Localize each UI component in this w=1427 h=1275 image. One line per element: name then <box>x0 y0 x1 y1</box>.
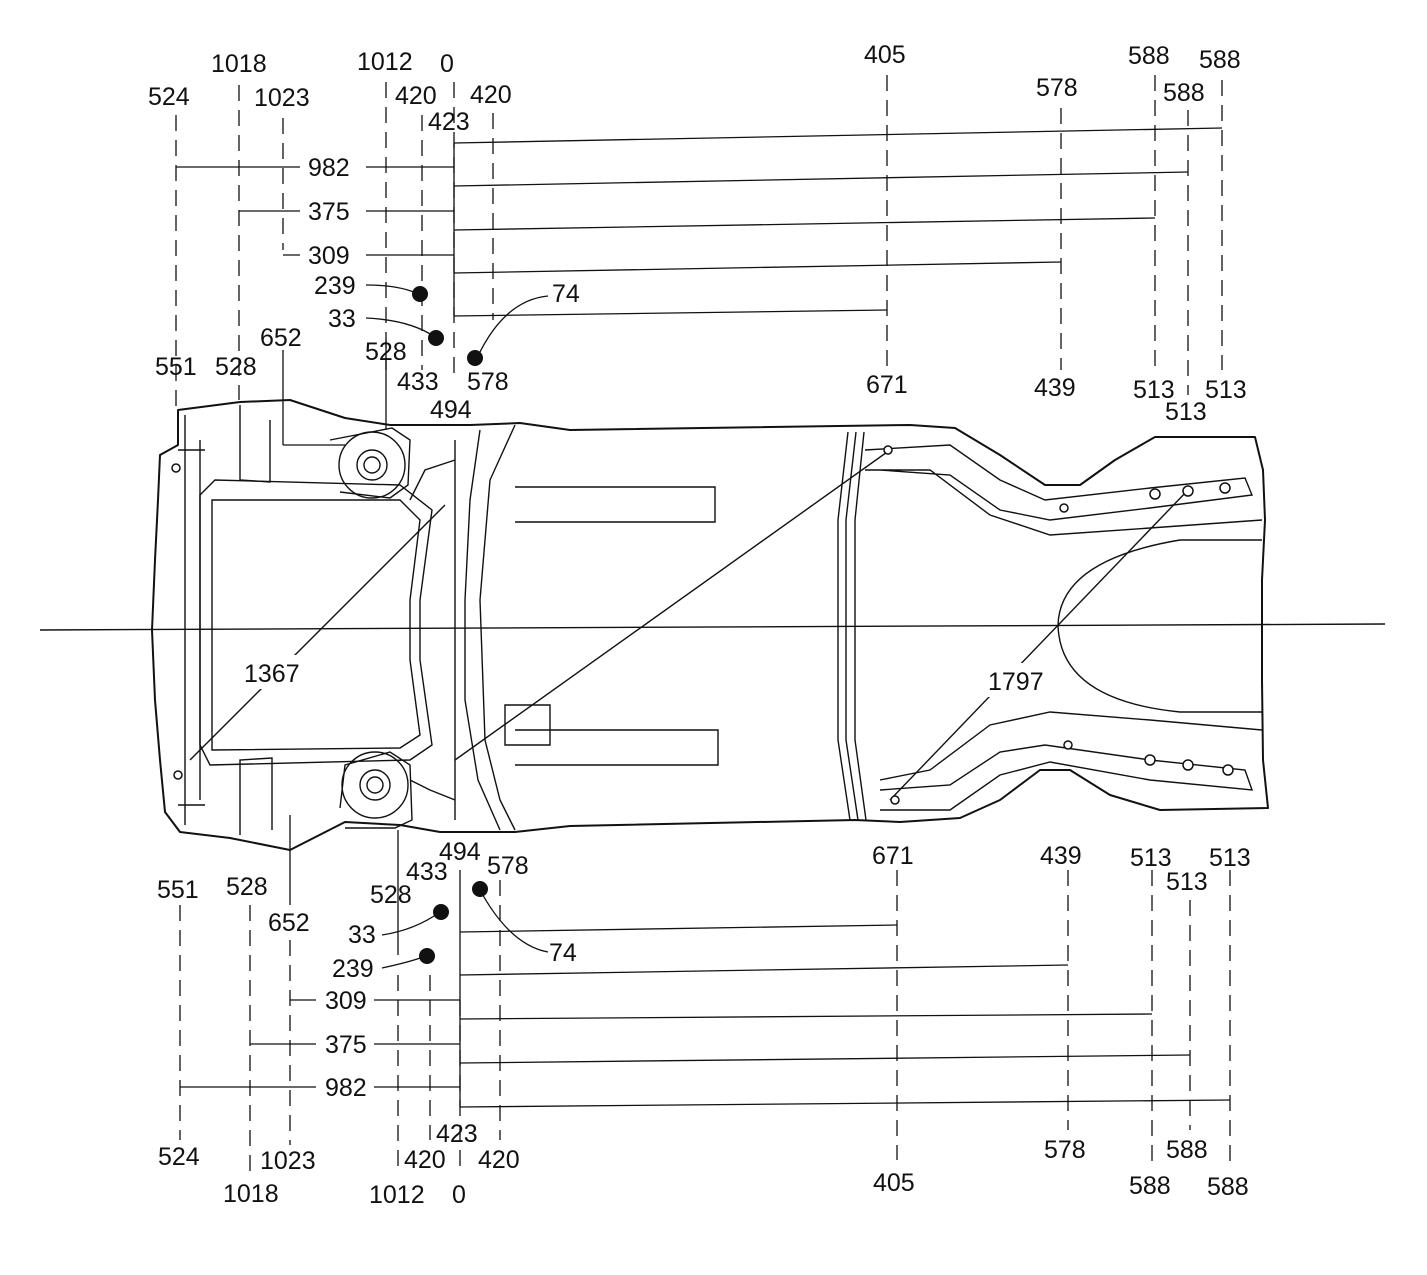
upper-labels: 524 1018 1023 1012 0 420 420 423 405 578… <box>148 41 1247 426</box>
mount-point-74-lower <box>472 881 488 897</box>
dim-label: 671 <box>866 371 908 399</box>
firewall-panel <box>409 424 516 831</box>
dim-label: 513 <box>1165 398 1207 426</box>
lower-reference-lines <box>179 870 1231 1175</box>
dim-label: 439 <box>1034 374 1076 402</box>
dim-label: 433 <box>406 858 448 886</box>
dim-label: 309 <box>325 987 367 1015</box>
dim-label: 652 <box>268 909 310 937</box>
dim-label: 588 <box>1163 79 1205 107</box>
dim-label: 420 <box>478 1146 520 1174</box>
dim-label: 1018 <box>211 50 267 78</box>
dim-label: 578 <box>1044 1136 1086 1164</box>
dim-label: 420 <box>404 1146 446 1174</box>
diagonal-measurements <box>189 449 1189 801</box>
dim-label: 588 <box>1207 1173 1249 1201</box>
upper-reference-lines <box>175 75 1223 410</box>
dim-label: 1023 <box>260 1147 316 1175</box>
floor-slot-upper <box>515 486 716 523</box>
dim-label: 588 <box>1166 1136 1208 1164</box>
dim-label: 513 <box>1166 868 1208 896</box>
lower-mount-points <box>173 740 1234 964</box>
dim-label: 1023 <box>254 84 310 112</box>
dim-label: 494 <box>439 838 481 866</box>
dim-label: 494 <box>430 396 472 424</box>
vehicle-underbody-outline <box>39 399 1386 851</box>
dim-label: 375 <box>308 198 350 226</box>
dim-label: 588 <box>1128 42 1170 70</box>
front-cradle-inner <box>211 499 421 751</box>
body-outer-outline <box>151 399 1269 851</box>
jack-block-lower <box>504 704 551 746</box>
dim-label: 239 <box>332 955 374 983</box>
diagonal-label-1367: 1367 <box>244 660 300 688</box>
dim-label: 588 <box>1199 46 1241 74</box>
dim-label: 420 <box>395 82 437 110</box>
front-bumper-rail <box>178 415 205 825</box>
diagonal-1797 <box>889 489 1189 801</box>
dim-label: 405 <box>864 41 906 69</box>
dim-label: 420 <box>470 81 512 109</box>
dim-label: 0 <box>440 50 454 78</box>
dim-label: 33 <box>348 921 376 949</box>
dim-label: 74 <box>552 280 580 308</box>
dim-label: 74 <box>549 939 577 967</box>
dim-label: 524 <box>148 83 190 111</box>
upper-strut-tower <box>329 427 411 499</box>
dim-label: 528 <box>215 353 257 381</box>
rear-rail-lower <box>879 711 1263 811</box>
dim-label: 1012 <box>357 48 413 76</box>
dim-label: 513 <box>1130 844 1172 872</box>
dim-label: 1018 <box>223 1180 279 1208</box>
center-labels: 1367 1797 <box>244 660 1044 696</box>
dim-label: 588 <box>1129 1172 1171 1200</box>
dim-label: 578 <box>487 852 529 880</box>
dim-label: 982 <box>325 1074 367 1102</box>
front-rails <box>239 405 273 835</box>
rear-rail-upper <box>864 444 1263 536</box>
rear-crossmember <box>837 431 867 821</box>
dim-label: 551 <box>157 876 199 904</box>
dim-label: 1012 <box>369 1181 425 1209</box>
dim-label: 423 <box>436 1120 478 1148</box>
dim-label: 652 <box>260 324 302 352</box>
dim-label: 528 <box>226 873 268 901</box>
mount-point-239-upper <box>412 286 428 302</box>
mount-point-33-lower <box>433 904 449 920</box>
dim-label: 375 <box>325 1031 367 1059</box>
dim-label: 578 <box>1036 74 1078 102</box>
lower-strut-tower <box>339 751 413 829</box>
diagonal-label-1797: 1797 <box>988 668 1044 696</box>
front-cradle <box>199 479 433 766</box>
mount-point-33-upper <box>428 330 444 346</box>
dim-label: 423 <box>428 108 470 136</box>
lower-labels: 551 528 652 528 433 494 578 671 439 513 … <box>157 838 1251 1209</box>
dim-label: 671 <box>872 842 914 870</box>
dim-label: 433 <box>397 368 439 396</box>
dim-label: 405 <box>873 1169 915 1197</box>
upper-mount-points <box>171 286 1231 513</box>
lower-dimension-lines <box>180 815 1231 1108</box>
dim-label: 513 <box>1133 376 1175 404</box>
dim-label: 309 <box>308 242 350 270</box>
floor-slot-lower <box>515 729 719 766</box>
mount-point-74-upper <box>467 350 483 366</box>
diagonal-1367-b <box>454 449 891 761</box>
dim-label: 528 <box>365 338 407 366</box>
dim-label: 513 <box>1205 376 1247 404</box>
dim-label: 524 <box>158 1143 200 1171</box>
dim-label: 513 <box>1209 844 1251 872</box>
vehicle-centerline <box>39 623 1386 631</box>
dim-label: 578 <box>467 368 509 396</box>
dim-label: 33 <box>328 305 356 333</box>
diagonal-1367-a <box>189 504 446 761</box>
dim-label: 439 <box>1040 842 1082 870</box>
dim-label: 528 <box>370 881 412 909</box>
dim-label: 982 <box>308 154 350 182</box>
dim-label: 239 <box>314 272 356 300</box>
dim-label: 551 <box>155 353 197 381</box>
mount-point-239-lower <box>419 948 435 964</box>
dim-label: 0 <box>452 1181 466 1209</box>
